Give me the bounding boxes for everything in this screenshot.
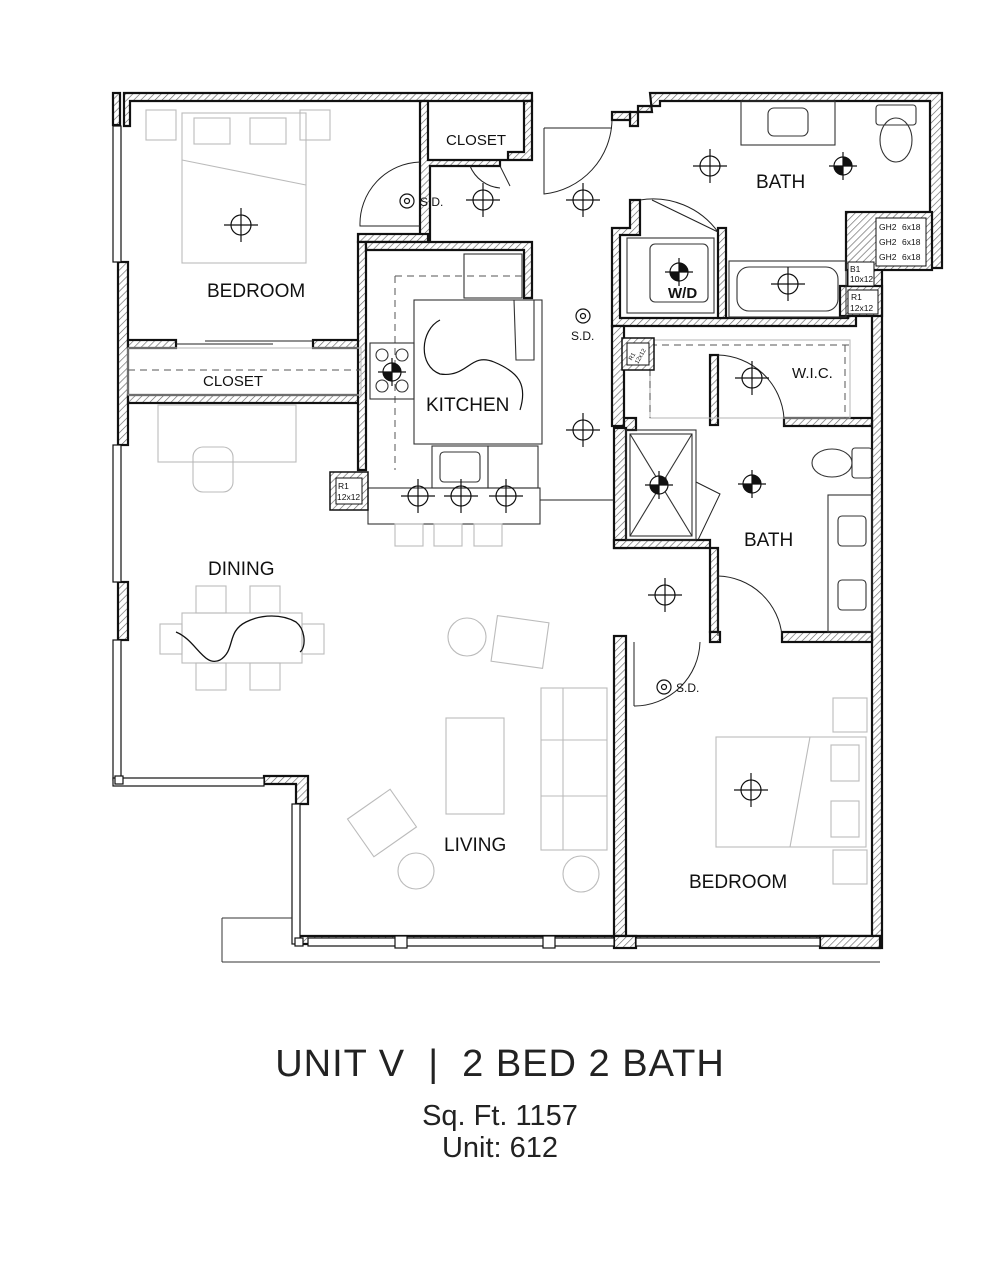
room-label-wic: W.I.C. — [792, 365, 833, 382]
grille-r1-size: 12x12 — [337, 492, 360, 502]
light-fixture-icon — [647, 577, 683, 613]
exhaust-fan-icon — [377, 357, 407, 387]
light-fixture-icon — [733, 772, 769, 808]
room-label-living: LIVING — [444, 835, 506, 856]
room-label-bath-1: BATH — [756, 172, 805, 193]
doors — [176, 119, 785, 707]
smoke-detector-icon — [656, 679, 672, 695]
grille-gh2-size: 6x18 — [902, 222, 921, 232]
room-label-bedroom-1: BEDROOM — [207, 281, 305, 302]
room-label-closet-1: CLOSET — [446, 132, 506, 149]
grilles: R1 12x12 GH2 6x18 GH2 6x18 GH2 6x18 B1 1… — [329, 217, 927, 511]
grille-gh2-label: GH2 — [879, 252, 897, 262]
grille-gh2-size: 6x18 — [902, 252, 921, 262]
exhaust-fan-icon — [644, 470, 674, 500]
grille-gh2-label: GH2 — [879, 237, 897, 247]
grille-b1-label: B1 — [850, 264, 861, 274]
floor-plan: R1 12x12 GH2 6x18 GH2 6x18 GH2 6x18 B1 1… — [111, 91, 944, 963]
smoke-detector-label: S.D. — [420, 195, 443, 209]
room-label-kitchen: KITCHEN — [426, 395, 509, 416]
light-fixture-icon — [692, 148, 728, 184]
light-fixture-icon — [400, 478, 436, 514]
room-labels: BEDROOM CLOSET CLOSET BATH W/D KITCHEN W… — [203, 132, 833, 893]
exhaust-fan-icon — [828, 151, 858, 181]
light-fixture-icon — [443, 478, 479, 514]
fixtures — [127, 100, 917, 893]
smoke-detector-icon — [575, 308, 591, 324]
unit-number: Unit: 612 — [441, 1132, 559, 1164]
room-label-bath-2: BATH — [744, 530, 793, 551]
grille-b1-size: 10x12 — [850, 274, 873, 284]
exhaust-fan-icon — [737, 469, 767, 499]
grille-gh2-size: 6x18 — [902, 237, 921, 247]
square-footage: Sq. Ft. 1157 — [422, 1100, 578, 1132]
light-fixture-icon — [565, 412, 601, 448]
unit-title: UNIT V | 2 BED 2 BATH — [275, 1043, 725, 1085]
grille-r1-label: R1 — [338, 481, 349, 491]
smoke-detector-label: S.D. — [571, 329, 594, 343]
grille-r1-size: 12x12 — [850, 303, 873, 313]
room-label-dining: DINING — [208, 559, 275, 580]
grille-r1-label: R1 — [851, 292, 862, 302]
light-fixture-icon — [223, 207, 259, 243]
light-fixture-icon — [488, 478, 524, 514]
smoke-detector-label: S.D. — [676, 681, 699, 695]
room-label-washer-dryer: W/D — [668, 285, 697, 302]
light-fixture-icon — [565, 182, 601, 218]
grille-gh2-label: GH2 — [879, 222, 897, 232]
light-fixture-icon — [770, 266, 806, 302]
light-fixture-icon — [734, 360, 770, 396]
smoke-detector-icon — [399, 193, 415, 209]
room-label-bedroom-2: BEDROOM — [689, 872, 787, 893]
grille-r1-label: R1 — [628, 352, 637, 362]
light-fixture-icon — [465, 182, 501, 218]
room-label-closet-2: CLOSET — [203, 373, 263, 390]
walls — [111, 91, 944, 950]
exhaust-fan-icon — [664, 257, 694, 287]
windows — [112, 125, 880, 963]
